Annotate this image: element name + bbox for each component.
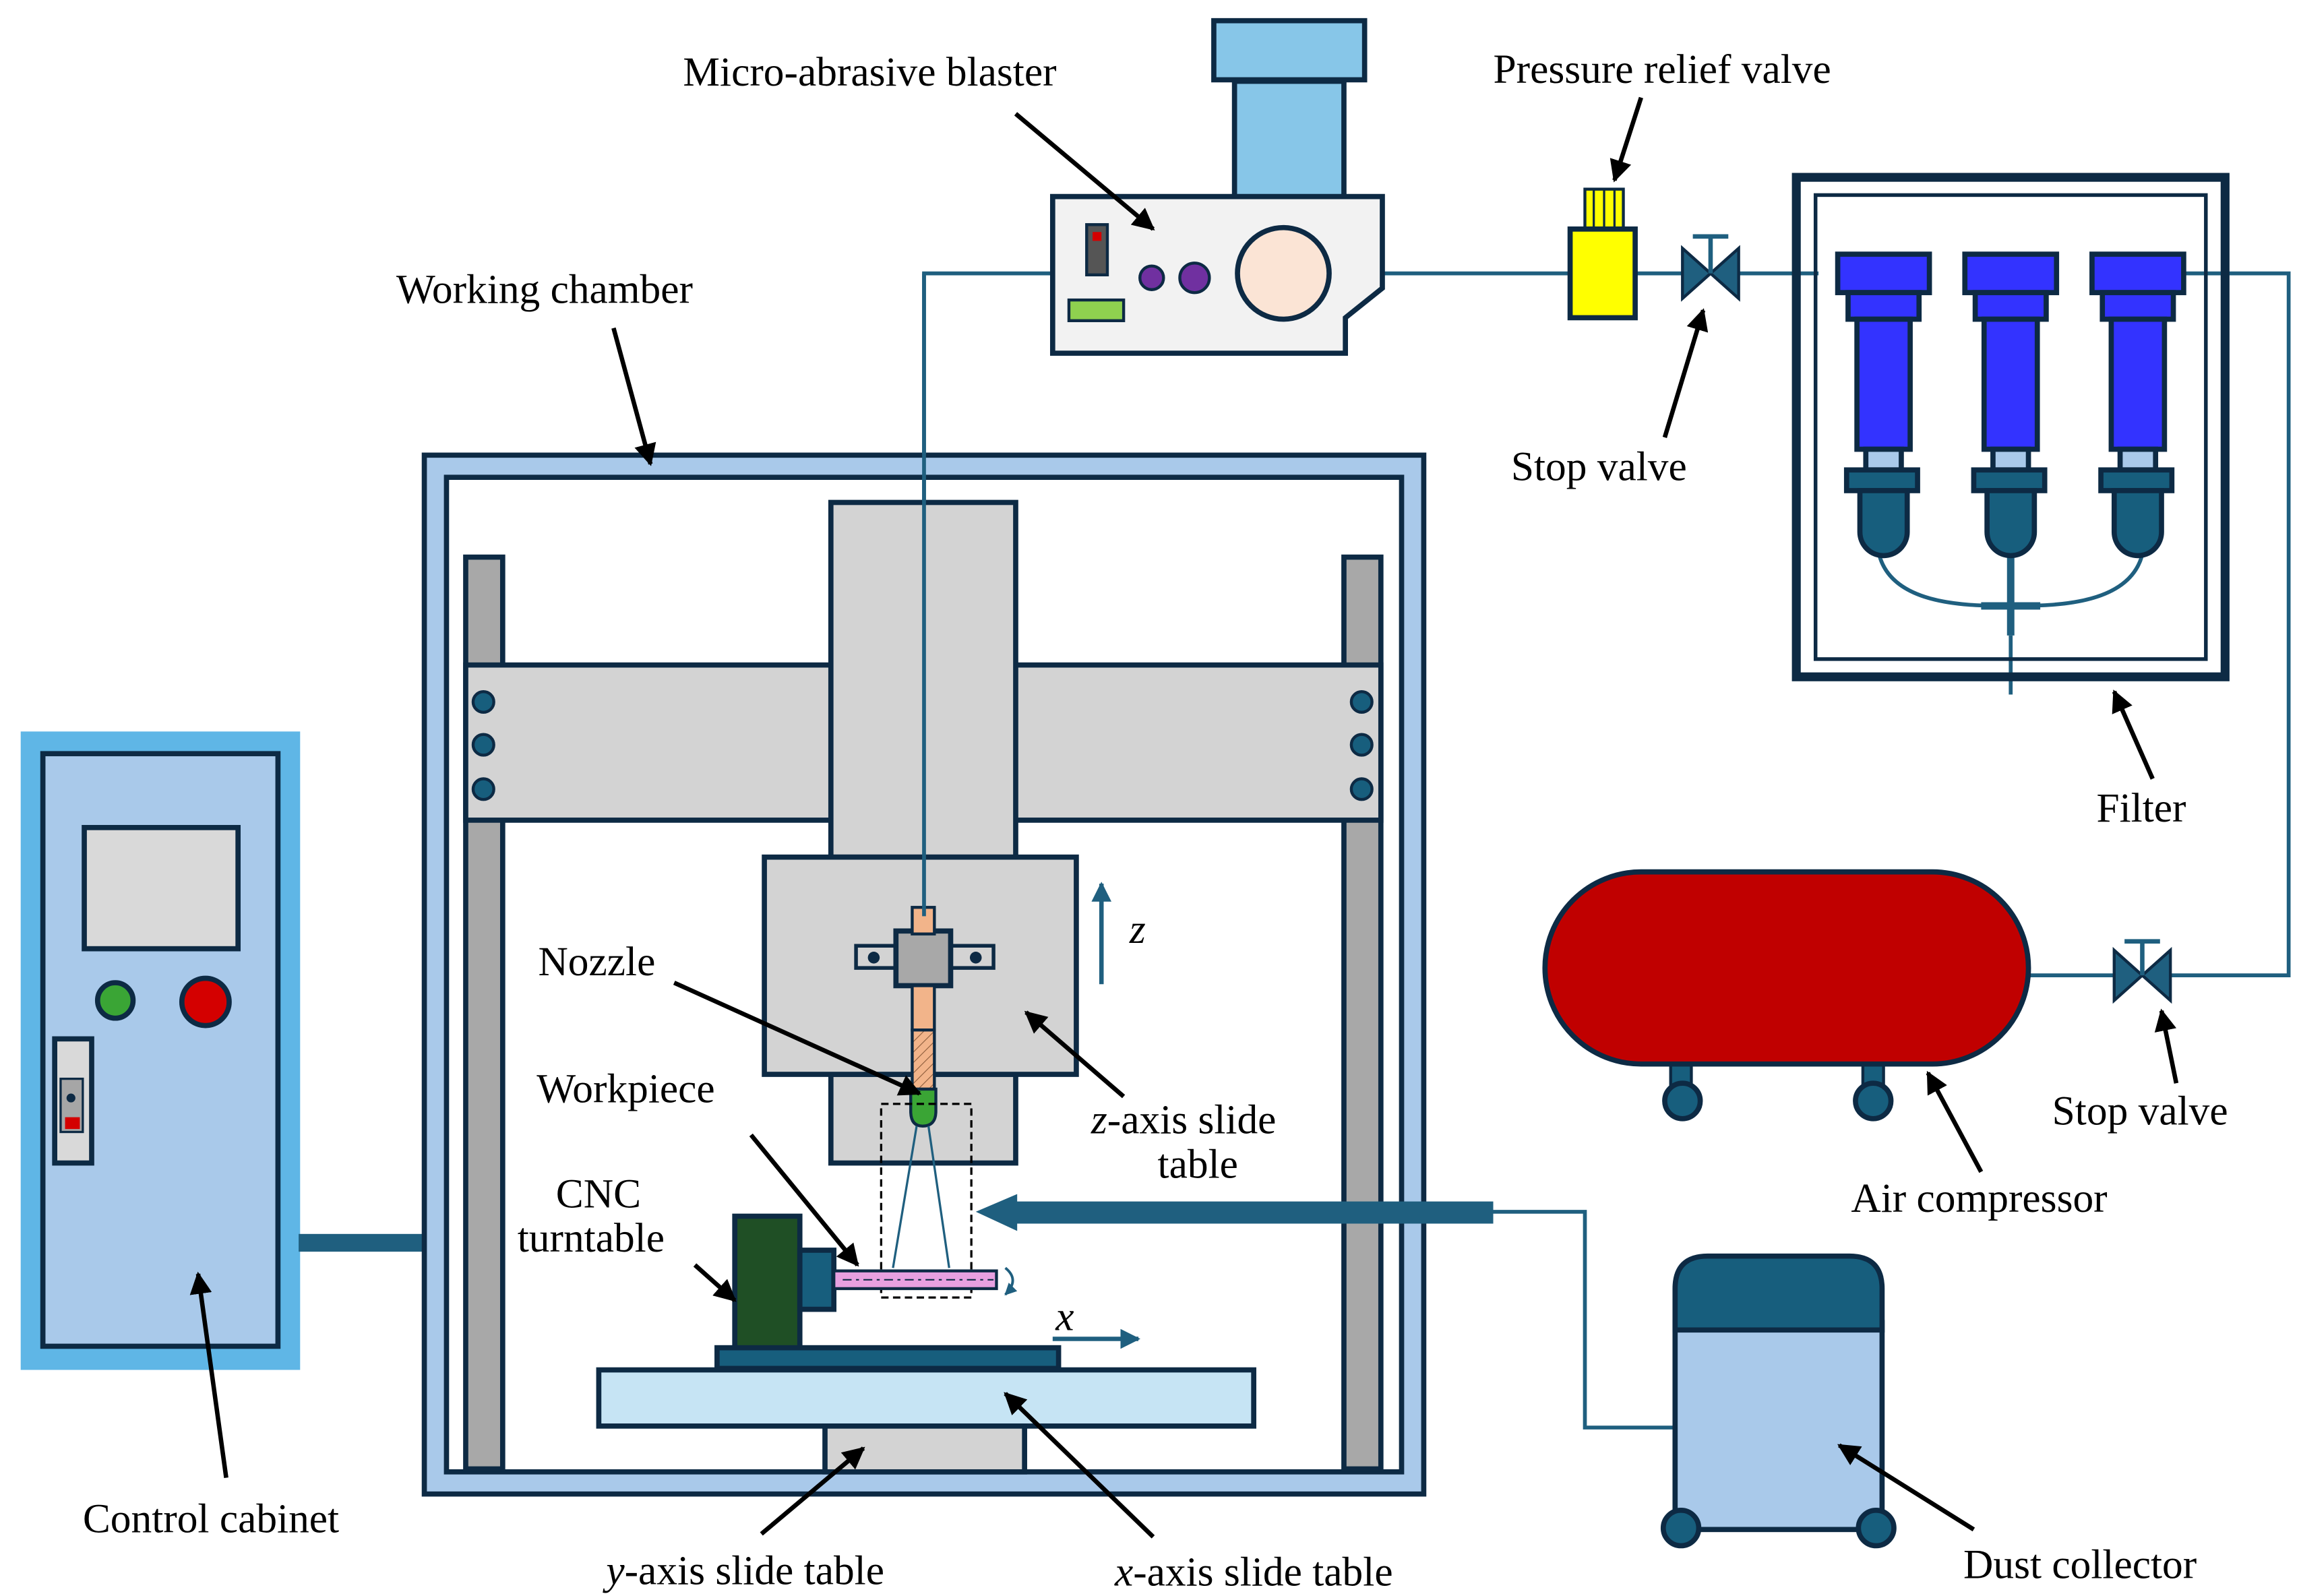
air-compressor (1542, 869, 2031, 1122)
label-nozzle: Nozzle (538, 939, 655, 985)
label-z-axis-slide-table-line2: table (1158, 1142, 1238, 1188)
cabinet-red-button (179, 975, 232, 1029)
label-cnc-turntable-line1: CNC (556, 1171, 641, 1217)
stop-valve-right (2112, 939, 2172, 1004)
blaster-display (1067, 298, 1126, 322)
filter-canister-2 (1962, 251, 2060, 559)
label-x-direction: x (1055, 1293, 1074, 1339)
cnc-turntable-base (732, 1213, 803, 1355)
cabinet-screen (82, 825, 241, 952)
blaster-knob-1 (1138, 264, 1165, 291)
y-axis-slide-table-body (822, 1423, 1027, 1475)
blaster-knob-2 (1178, 262, 1211, 295)
label-micro-abrasive-blaster: Micro-abrasive blaster (683, 49, 1056, 95)
label-y-axis-slide-table: y-axis slide table (602, 1547, 884, 1593)
callout-arrows (189, 96, 2179, 1539)
compressor-tank (1542, 869, 2031, 1067)
stop-valve-top (1681, 234, 1740, 302)
blaster-hopper (1231, 78, 1347, 202)
x-axis-slide-table-body (596, 1367, 1256, 1429)
blaster-gauge (1235, 224, 1332, 322)
label-pressure-relief-valve: Pressure relief valve (1494, 47, 1831, 92)
label-z-direction: z (1129, 907, 1146, 952)
nozzle-tip (909, 1087, 938, 1128)
label-cnc-turntable-line2: turntable (518, 1215, 665, 1261)
label-working-chamber: Working chamber (396, 266, 693, 312)
label-workpiece: Workpiece (537, 1066, 714, 1112)
labels: Micro-abrasive blaster Pressure relief v… (83, 47, 2228, 1595)
label-stop-valve-right: Stop valve (2052, 1088, 2228, 1134)
x-slide-plate (714, 1345, 1062, 1372)
label-air-compressor: Air compressor (1851, 1175, 2107, 1221)
filter-canister-1 (1835, 251, 1932, 559)
label-x-axis-slide-table: x-axis slide table (1114, 1549, 1393, 1595)
label-z-axis-slide-table: z-axis slide (1091, 1097, 1277, 1143)
label-filter: Filter (2096, 785, 2186, 831)
micro-abrasive-blaster (1049, 18, 1385, 356)
workpiece-rod (832, 1269, 998, 1291)
cabinet-cable (299, 1233, 426, 1252)
working-chamber (421, 273, 1494, 1497)
pressure-relief-valve (1567, 187, 1638, 321)
label-stop-valve-top: Stop valve (1511, 444, 1687, 490)
dust-collector (1660, 1253, 1897, 1549)
filter-unit (1791, 173, 2230, 681)
cabinet-green-button (94, 980, 136, 1021)
label-dust-collector: Dust collector (1963, 1542, 2197, 1588)
filter-canister-3 (2089, 251, 2186, 559)
control-cabinet (20, 731, 301, 1370)
suction-duct (975, 1194, 1494, 1231)
blaster-hopper-cap (1211, 18, 1368, 83)
label-control-cabinet: Control cabinet (83, 1496, 339, 1542)
